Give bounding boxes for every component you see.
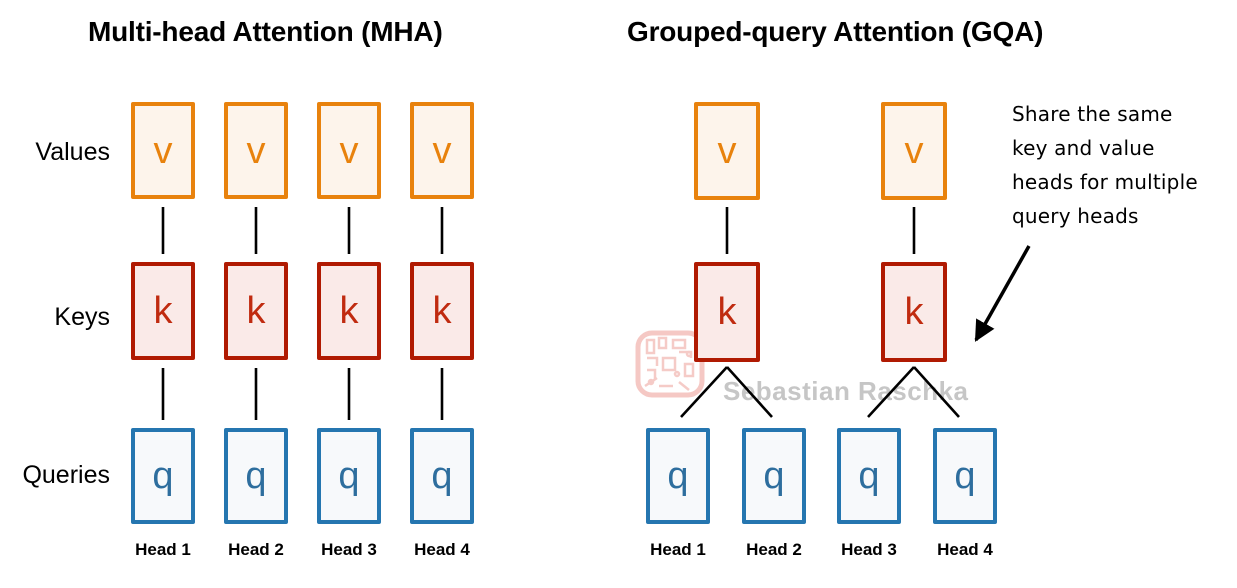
query-letter: q xyxy=(431,455,453,497)
key-letter: k xyxy=(717,291,737,333)
gqa-head-label-4: Head 4 xyxy=(937,540,993,559)
row-label-values: Values xyxy=(35,138,110,166)
mha-head-label-4: Head 4 xyxy=(414,540,470,559)
mha-head-label-3: Head 3 xyxy=(321,540,377,559)
watermark-text: Sebastian Raschka xyxy=(723,376,969,406)
query-letter: q xyxy=(338,455,360,497)
key-letter: k xyxy=(246,290,266,332)
gqa-key-box-2: k xyxy=(881,262,947,362)
value-letter: v xyxy=(339,129,359,172)
query-letter: q xyxy=(667,455,689,497)
value-letter: v xyxy=(246,129,266,172)
gqa-query-box-3: q xyxy=(837,428,901,524)
gqa-value-box-2: v xyxy=(881,102,947,200)
query-letter: q xyxy=(954,455,976,497)
gqa-key-box-1: k xyxy=(694,262,760,362)
key-letter: k xyxy=(904,291,924,333)
annotation-line: key and value xyxy=(1012,136,1155,160)
mha-key-box-3: k xyxy=(317,262,381,360)
mha-query-box-4: q xyxy=(410,428,474,524)
query-letter: q xyxy=(858,455,880,497)
key-letter: k xyxy=(153,290,173,332)
annotation-line: query heads xyxy=(1012,204,1139,228)
value-letter: v xyxy=(432,129,452,172)
mha-value-box-1: v xyxy=(131,102,195,199)
query-letter: q xyxy=(152,455,174,497)
annotation-note: Share the same key and value heads for m… xyxy=(1012,97,1198,233)
mha-head-label-2: Head 2 xyxy=(228,540,284,559)
mha-title: Multi-head Attention (MHA) xyxy=(88,16,443,47)
mha-value-box-2: v xyxy=(224,102,288,199)
mha-key-box-4: k xyxy=(410,262,474,360)
gqa-query-box-2: q xyxy=(742,428,806,524)
value-letter: v xyxy=(717,130,737,172)
query-letter: q xyxy=(763,455,785,497)
row-label-queries: Queries xyxy=(22,461,110,489)
mha-query-box-3: q xyxy=(317,428,381,524)
key-letter: k xyxy=(339,290,359,332)
mha-query-box-2: q xyxy=(224,428,288,524)
mha-head-label-1: Head 1 xyxy=(135,540,191,559)
value-letter: v xyxy=(904,130,924,172)
gqa-head-label-1: Head 1 xyxy=(650,540,706,559)
gqa-title: Grouped-query Attention (GQA) xyxy=(627,16,1044,47)
annotation-line: heads for multiple xyxy=(1012,170,1198,194)
gqa-query-box-1: q xyxy=(646,428,710,524)
query-letter: q xyxy=(245,455,267,497)
value-letter: v xyxy=(153,129,173,172)
annotation-arrow xyxy=(974,245,1031,342)
mha-key-box-2: k xyxy=(224,262,288,360)
key-letter: k xyxy=(432,290,452,332)
mha-value-box-4: v xyxy=(410,102,474,199)
row-label-keys: Keys xyxy=(54,303,110,331)
gqa-query-box-4: q xyxy=(933,428,997,524)
mha-key-box-1: k xyxy=(131,262,195,360)
gqa-value-box-1: v xyxy=(694,102,760,200)
annotation-line: Share the same xyxy=(1012,102,1173,126)
gqa-head-label-2: Head 2 xyxy=(746,540,802,559)
mha-query-box-1: q xyxy=(131,428,195,524)
gqa-head-label-3: Head 3 xyxy=(841,540,897,559)
mha-value-box-3: v xyxy=(317,102,381,199)
